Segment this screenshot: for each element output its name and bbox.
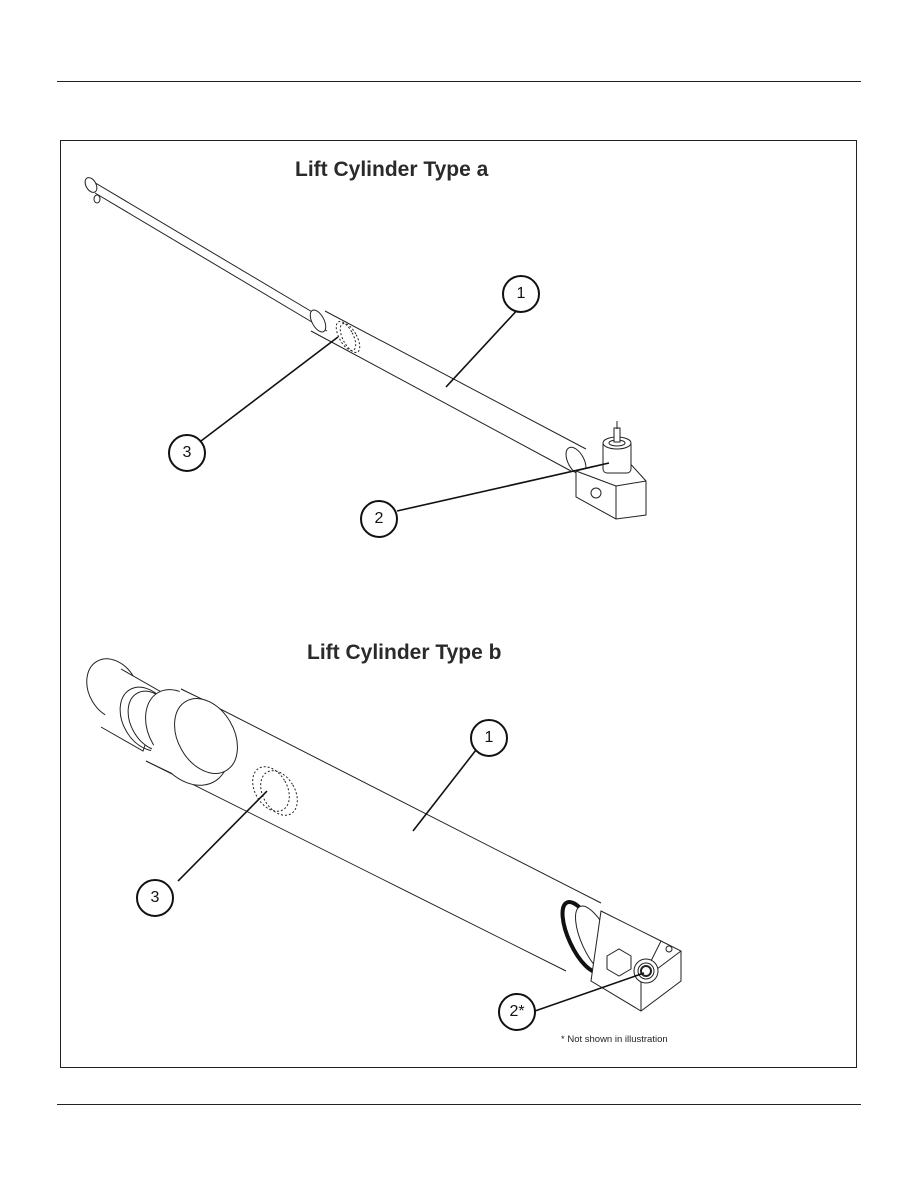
callout-a-2: 2 — [360, 500, 398, 538]
title-lift-cylinder-type-a: Lift Cylinder Type a — [295, 158, 489, 181]
callout-b-3: 3 — [136, 879, 174, 917]
header-rule — [57, 81, 861, 82]
callout-a-3: 3 — [168, 434, 206, 472]
callout-b-2star: 2* — [498, 993, 536, 1031]
footnote-not-shown: * Not shown in illustration — [561, 1034, 668, 1045]
callout-a-1: 1 — [502, 275, 540, 313]
callout-b-1: 1 — [470, 719, 508, 757]
title-lift-cylinder-type-b: Lift Cylinder Type b — [307, 641, 502, 664]
cylinder-a-drawing — [84, 177, 647, 520]
figure-frame: Lift Cylinder Type a Lift Cylinder Type … — [60, 140, 857, 1068]
footer-rule — [57, 1104, 861, 1105]
lift-cylinder-drawing — [84, 177, 682, 1012]
cylinder-b-drawing — [86, 658, 682, 1012]
